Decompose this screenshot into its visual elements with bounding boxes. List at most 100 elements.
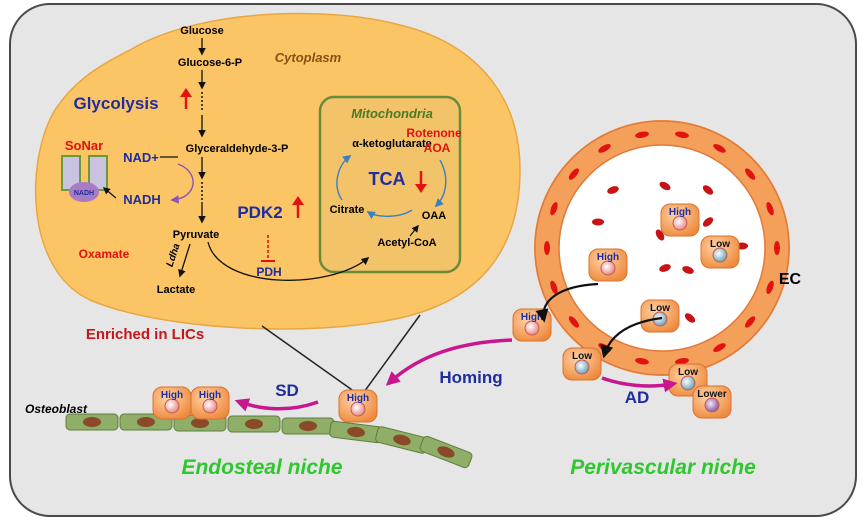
osteoblast-cell (419, 435, 473, 469)
red-blood-cell (702, 217, 714, 227)
cell-label: High (347, 393, 369, 404)
cell-label: Lower (697, 389, 727, 400)
tca-arrow-akg-oaa (434, 159, 447, 208)
osteoblast-label: Osteoblast (25, 402, 88, 416)
endothelial-nucleus (635, 358, 649, 365)
redox-arrow (170, 163, 194, 204)
cell-label: Low (678, 367, 698, 378)
cell-label: Low (710, 239, 730, 250)
cell-label: High (521, 312, 543, 323)
osteoblast-cell (227, 415, 281, 433)
cell-low-vessel-2: Low (640, 299, 680, 333)
oaa-label: OAA (422, 210, 447, 222)
akg-label: α-ketoglutarate (352, 138, 432, 150)
endothelial-nucleus (774, 241, 780, 255)
sonar-sensor-icon (61, 155, 108, 202)
aoa-label: AOA (424, 141, 451, 155)
zoom-line-right (363, 314, 421, 393)
ec-label: EC (779, 271, 802, 288)
red-blood-cell (607, 186, 619, 194)
arrow-pyruvate-acetylcoa (207, 241, 370, 281)
red-blood-cell (682, 266, 694, 274)
red-blood-cell (659, 181, 671, 191)
glucose6p-label: Glucose-6-P (178, 57, 242, 69)
cytoplasm-label: Cytoplasm (275, 50, 342, 65)
perivascular-niche-label: Perivascular niche (570, 456, 756, 479)
endothelial-nucleus (745, 316, 756, 328)
endothelial-nucleus (766, 202, 774, 216)
endothelial-nucleus (713, 144, 726, 153)
tca-arrow-citrate-akg (336, 154, 352, 201)
pdh-label: PDH (256, 265, 281, 279)
tca-label: TCA (369, 169, 406, 189)
endothelial-nucleus (713, 343, 726, 352)
mitochondria-label: Mitochondria (351, 106, 433, 121)
nadh-to-sonar-arrow (102, 187, 117, 199)
oxamate-label: Oxamate (79, 247, 130, 261)
cell-low-exit: Low (562, 347, 602, 381)
glycolysis-label: Glycolysis (73, 94, 158, 113)
ad-arrow (601, 376, 678, 393)
endothelial-nucleus (635, 131, 649, 138)
cell-low-vessel-1: Low (700, 235, 740, 269)
red-blood-cell (592, 218, 604, 226)
osteoblast-cell (65, 413, 119, 431)
cell-label: High (199, 390, 221, 401)
endothelial-nuclei (544, 131, 780, 365)
endothelial-nucleus (675, 358, 689, 365)
lactate-label: Lactate (157, 284, 196, 296)
cell-high-sd-2: High (190, 386, 230, 420)
endothelial-nucleus (568, 168, 579, 180)
ad-label: AD (625, 388, 650, 407)
glycolysis-up-arrow-icon (180, 88, 192, 97)
homing-arrow (385, 338, 513, 386)
cell-label: High (161, 390, 183, 401)
arrow-pyruvate-lactate (178, 243, 191, 278)
acetylcoa-label: Acetyl-CoA (377, 237, 436, 249)
sonar-label: SoNar (65, 138, 103, 153)
cell-lower-ad: Lower (692, 385, 732, 419)
endothelial-nucleus (766, 280, 774, 294)
zoom-line-left (261, 325, 356, 393)
cell-label: High (597, 252, 619, 263)
cell-high-vessel-1: High (588, 248, 628, 282)
cell-label: Low (572, 351, 592, 362)
mitochondria-box (318, 95, 462, 274)
pyruvate-label: Pyruvate (173, 229, 219, 241)
osteoblast-lining (65, 413, 473, 469)
tca-down-arrow-icon (415, 184, 427, 193)
red-blood-cell (659, 264, 671, 272)
arrow-high-exit (535, 282, 599, 323)
endothelial-nucleus (568, 316, 579, 328)
sd-arrow (234, 398, 319, 412)
osteoblast-cell (281, 417, 335, 435)
enriched-label: Enriched in LICs (86, 326, 204, 343)
blood-vessel (534, 120, 790, 376)
arrow-acetylcoa-cycle (409, 224, 419, 237)
cell-high-endosteal: High (338, 389, 378, 423)
cell-label: Low (650, 303, 670, 314)
tca-arrow-oaa-citrate (366, 209, 413, 220)
pdk2-up-arrow-icon (292, 196, 304, 205)
pdk2-label: PDK2 (237, 203, 282, 222)
endothelial-nucleus (550, 280, 558, 294)
cell-high-vessel-2: High (660, 203, 700, 237)
homing-label: Homing (439, 368, 502, 387)
cell-high-sd-1: High (152, 386, 192, 420)
nadh-label: NADH (123, 192, 161, 207)
red-blood-cells (592, 181, 748, 323)
arrow-low-exit (600, 316, 663, 359)
nad-label: NAD+ (123, 150, 159, 165)
glucose-label: Glucose (180, 25, 223, 37)
endosteal-niche-label: Endosteal niche (181, 456, 342, 479)
endothelial-nucleus (745, 168, 756, 180)
endothelial-nucleus (598, 144, 611, 153)
sonar-nadh-label: NADH (74, 190, 94, 197)
citrate-label: Citrate (330, 204, 365, 216)
sd-label: SD (275, 381, 299, 400)
cell-high-homing: High (512, 308, 552, 342)
red-blood-cell (702, 185, 714, 195)
cell-label: High (669, 207, 691, 218)
